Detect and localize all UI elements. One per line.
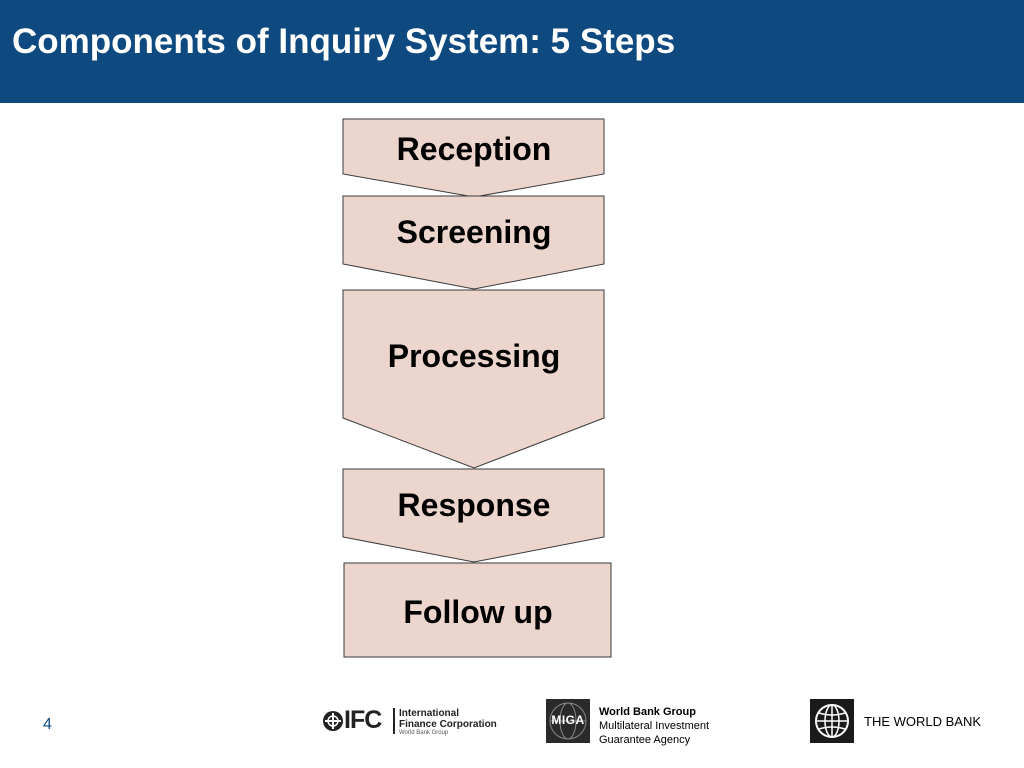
ifc-sub: World Bank Group: [399, 730, 449, 736]
step-reception-label: Reception: [397, 131, 552, 167]
step-follow-up-shape: [343, 562, 612, 658]
slide-title: Components of Inquiry System: 5 Steps: [12, 22, 676, 61]
ifc-letters: IFC: [344, 706, 382, 734]
ifc-logo-icon: [323, 711, 343, 731]
miga-logo-icon: MIGA: [546, 699, 590, 743]
miga-text: World Bank Group Multilateral Investment…: [599, 705, 709, 747]
page-number: 4: [43, 716, 52, 733]
miga-line2: Guarantee Agency: [599, 734, 691, 746]
step-processing-label: Processing: [388, 338, 561, 374]
ifc-name-line2: Finance Corporation: [399, 719, 497, 730]
step-reception-shape: [342, 118, 605, 198]
step-screening-label: Screening: [397, 214, 552, 250]
header-bar: Components of Inquiry System: 5 Steps: [0, 0, 1024, 103]
world-bank-globe-icon: [810, 699, 854, 743]
step-screening-shape: [342, 195, 605, 290]
step-reception: Reception: [342, 118, 605, 198]
step-processing-shape: [342, 289, 605, 469]
step-response-label: Response: [398, 487, 551, 523]
step-processing: Processing: [342, 289, 605, 469]
miga-letters: MIGA: [551, 713, 585, 727]
step-response: Response: [342, 468, 605, 563]
miga-line1: Multilateral Investment: [599, 720, 710, 732]
ifc-divider: [393, 708, 395, 734]
ifc-name-line1: International: [399, 708, 460, 719]
miga-group: World Bank Group: [599, 706, 696, 718]
miga-globe-icon: [549, 702, 587, 740]
world-bank-name: THE WORLD BANK: [864, 714, 982, 729]
step-response-shape: [342, 468, 605, 563]
step-screening: Screening: [342, 195, 605, 290]
ifc-logo: IFC International Finance Corporation Wo…: [322, 706, 502, 738]
world-bank-globe-svg: [815, 704, 849, 738]
ifc-name: International Finance Corporation: [399, 708, 497, 730]
step-follow-up: Follow up: [343, 562, 612, 658]
step-follow-up-label: Follow up: [403, 594, 552, 630]
